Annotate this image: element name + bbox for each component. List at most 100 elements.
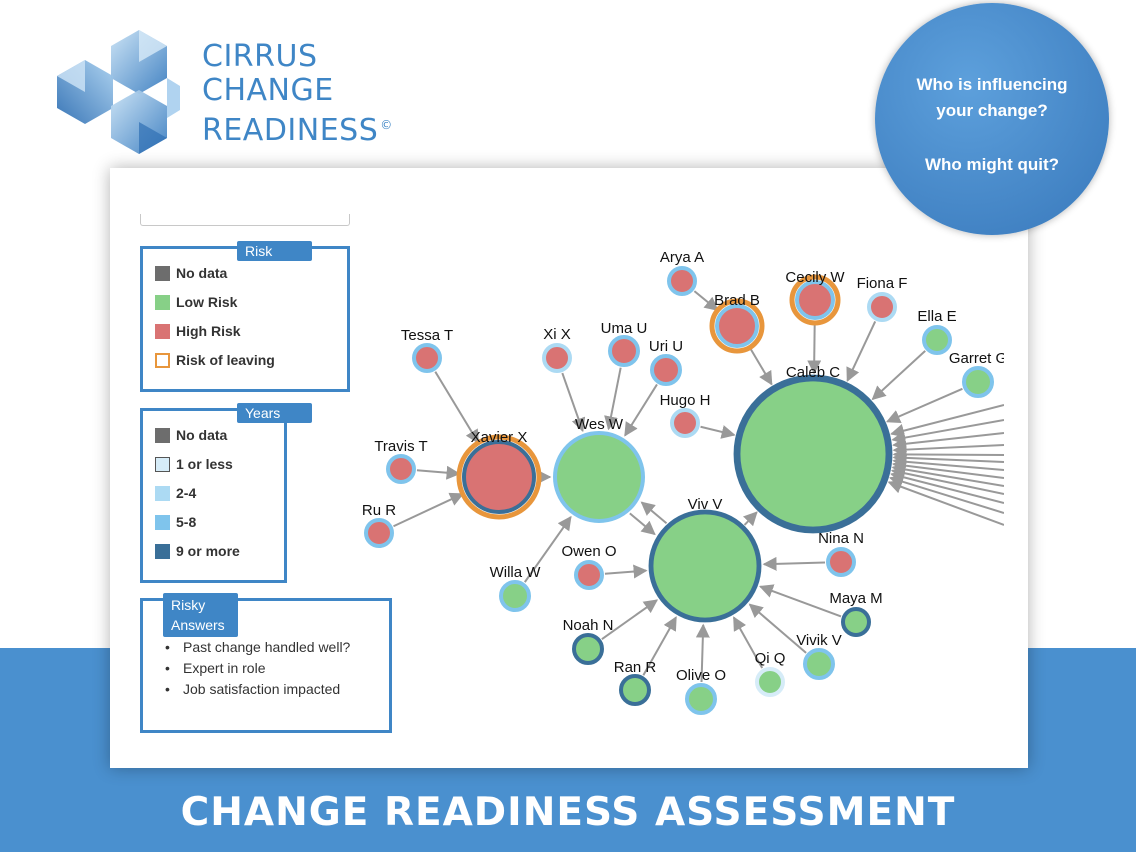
node-circle: [386, 454, 416, 484]
edge-offscreen-2: [892, 432, 1004, 451]
swatch: [155, 323, 170, 339]
node-uri[interactable]: Uri U: [649, 338, 683, 386]
node-label: Hugo H: [660, 392, 711, 409]
node-circle: [499, 580, 531, 612]
swatch: [155, 352, 170, 368]
node-qi[interactable]: Qi Q: [755, 650, 786, 697]
node-label: Viv V: [688, 496, 723, 513]
legend-item-years-no-data: No data: [155, 427, 227, 443]
node-garret[interactable]: Garret G: [949, 350, 1004, 398]
node-nina[interactable]: Nina N: [818, 530, 864, 577]
node-noah[interactable]: Noah N: [563, 617, 614, 665]
edge-viv-wes: [640, 501, 668, 524]
node-label: Tessa T: [401, 327, 453, 344]
node-ella[interactable]: Ella E: [917, 308, 957, 355]
node-wes[interactable]: Wes W: [553, 416, 645, 523]
node-vivik[interactable]: Vivik V: [796, 632, 842, 680]
node-label: Wes W: [575, 416, 624, 433]
node-circle: [962, 366, 994, 398]
node-label: Fiona F: [857, 275, 908, 292]
node-label: Xi X: [543, 326, 571, 343]
node-circle: [608, 335, 640, 367]
node-circle: [542, 343, 572, 373]
node-arya[interactable]: Arya A: [660, 249, 704, 296]
node-xavier[interactable]: Xavier X: [456, 429, 542, 520]
leaving-ring: [789, 274, 841, 326]
copyright-mark: ©: [380, 118, 393, 132]
node-label: Arya A: [660, 249, 704, 266]
question-1-line-2: your change?: [936, 101, 1048, 120]
brand-wordmark: CIRRUS CHANGE READINESS©: [202, 40, 393, 148]
list-item: Job satisfaction impacted: [165, 681, 350, 697]
swatch: [155, 514, 170, 530]
node-uma[interactable]: Uma U: [601, 320, 648, 367]
node-olive[interactable]: Olive O: [676, 667, 726, 715]
node-label: Ella E: [917, 308, 956, 325]
node-label: Qi Q: [755, 650, 786, 667]
edge-offscreen-3: [892, 442, 1004, 457]
node-label: Garret G: [949, 350, 1004, 367]
node-circle: [867, 292, 897, 322]
node-ru[interactable]: Ru R: [362, 502, 396, 548]
node-circle: [650, 354, 682, 386]
search-box-edge[interactable]: [140, 214, 350, 226]
node-label: Cecily W: [785, 269, 845, 286]
edge-hugo-caleb: [700, 425, 736, 439]
node-circle: [803, 648, 835, 680]
swatch: [155, 456, 170, 472]
leaving-ring: [456, 434, 542, 520]
node-label: Ran R: [614, 659, 657, 676]
brand-line-2: CHANGE: [202, 73, 334, 108]
edge-offscreen-9: [890, 466, 1004, 495]
list-item: Expert in role: [165, 660, 350, 676]
legend-item-years-1-or-less: 1 or less: [155, 456, 233, 472]
question-bubble: Who is influencing your change? Who migh…: [875, 3, 1109, 235]
node-label: Vivik V: [796, 632, 842, 649]
swatch: [155, 427, 170, 443]
risky-answers-title: Risky Answers: [163, 593, 238, 637]
node-brad[interactable]: Brad B: [709, 292, 765, 354]
edge-offscreen-4: [892, 447, 1004, 462]
legend-item-risk-of-leaving: Risk of leaving: [155, 352, 275, 368]
graph-edges: [393, 290, 1004, 683]
edge-viv-caleb: [742, 511, 758, 527]
node-circle: [553, 431, 645, 523]
node-owen[interactable]: Owen O: [561, 543, 617, 590]
node-label: Caleb C: [786, 364, 840, 381]
node-willa[interactable]: Willa W: [490, 564, 542, 612]
node-ran[interactable]: Ran R: [614, 659, 657, 706]
node-maya[interactable]: Maya M: [829, 590, 883, 637]
legend-item-no-data: No data: [155, 265, 227, 281]
node-viv[interactable]: Viv V: [648, 496, 762, 623]
risky-answers-list: Past change handled well? Expert in role…: [165, 639, 350, 702]
node-xi[interactable]: Xi X: [542, 326, 572, 373]
edge-offscreen-0: [890, 404, 1004, 438]
node-circle: [715, 304, 759, 348]
node-circle: [572, 633, 604, 665]
node-label: Xavier X: [471, 429, 528, 446]
footer-title: CHANGE READINESS ASSESSMENT: [180, 790, 956, 835]
leaving-ring: [709, 298, 765, 354]
edge-maya-viv: [759, 584, 842, 618]
node-fiona[interactable]: Fiona F: [857, 275, 908, 322]
node-circle: [685, 683, 717, 715]
edge-arya-brad: [693, 290, 719, 312]
edge-olive-viv: [695, 623, 710, 683]
node-circle: [733, 374, 893, 534]
edge-offscreen-11: [889, 474, 1004, 514]
swatch: [155, 485, 170, 501]
node-caleb[interactable]: Caleb C: [733, 364, 893, 534]
node-tessa[interactable]: Tessa T: [401, 327, 453, 373]
swatch: [155, 294, 170, 310]
legend-item-years-2-4: 2-4: [155, 485, 196, 501]
edge-tessa-xavier: [434, 371, 480, 444]
edge-travis-xavier: [416, 465, 461, 480]
node-circle: [755, 667, 785, 697]
legend-item-high-risk: High Risk: [155, 323, 241, 339]
node-hugo[interactable]: Hugo H: [660, 392, 711, 438]
edge-wes-viv: [629, 512, 656, 536]
node-circle: [412, 343, 442, 373]
node-travis[interactable]: Travis T: [374, 438, 428, 484]
node-circle: [667, 266, 697, 296]
node-cecily[interactable]: Cecily W: [785, 269, 845, 326]
